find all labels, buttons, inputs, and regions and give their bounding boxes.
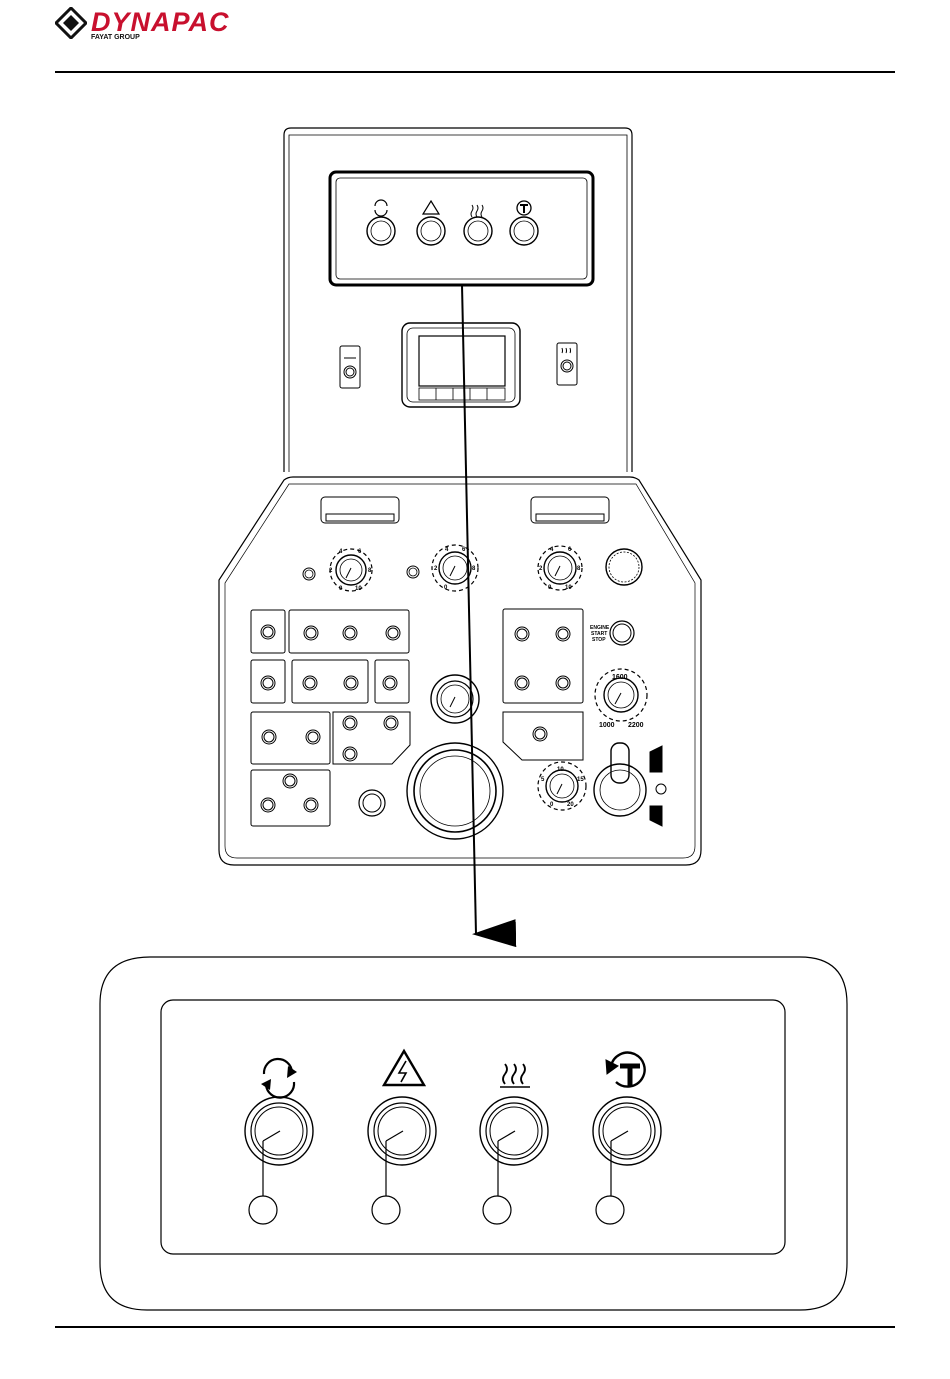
dial-c-tick-1: 4	[550, 547, 554, 553]
dial-b-tick-0: 2	[434, 566, 438, 572]
detail-view	[100, 957, 847, 1310]
lower-console	[219, 477, 701, 865]
small-heat-icon	[471, 205, 483, 217]
dial-d-tick-2: 15	[577, 777, 584, 783]
dial-d-tick-1: 5	[541, 777, 545, 783]
dial-c-tick-2: 6	[568, 547, 572, 553]
display-screen	[402, 323, 520, 407]
heat-waves-icon	[500, 1064, 530, 1087]
dial-b-tick-3: 8	[472, 566, 476, 572]
small-rotation-icon	[375, 200, 387, 216]
engine-label-3: STOP	[592, 637, 606, 643]
dial-a-tick-5: 0	[339, 586, 343, 592]
dial-c-tick-3: 8	[577, 566, 581, 572]
dial-c-tick-4: 10	[565, 585, 572, 591]
left-side-switch	[340, 346, 360, 388]
dial-a	[303, 549, 372, 591]
dial-a-tick-1: 4	[339, 549, 343, 555]
joystick	[594, 743, 666, 826]
indicator-lamp-4	[593, 1097, 661, 1165]
speed-dial-top: 1600	[612, 674, 628, 681]
indicator-lamp-3	[480, 1097, 548, 1165]
dial-b-tick-2: 6	[462, 547, 466, 553]
dial-c	[538, 546, 582, 590]
dial-d-tick-0: 10	[557, 767, 564, 773]
t-rotate-icon	[606, 1053, 645, 1087]
console-labels: ENGINE START STOP 1600 1000 2200 2 4 6 8…	[329, 547, 644, 808]
dial-a-tick-0: 2	[329, 568, 333, 574]
dial-a-tick-2: 6	[358, 549, 362, 555]
center-controls	[407, 675, 503, 839]
right-side-switch	[557, 343, 577, 385]
speed-dial-right: 2200	[628, 722, 644, 729]
switch-cluster-left	[251, 610, 410, 826]
dial-a-tick-4: 10	[355, 586, 362, 592]
speed-dial-left: 1000	[599, 722, 615, 729]
upper-panel	[284, 128, 632, 472]
warning-module-small	[330, 172, 593, 285]
electrical-warning-triangle-icon	[384, 1051, 424, 1085]
indicator-lamp-2	[368, 1097, 436, 1165]
switch-cluster-right	[503, 609, 634, 760]
small-t-icon	[517, 201, 531, 215]
dial-d-tick-4: 20	[567, 802, 574, 808]
rotation-arrows-icon	[261, 1059, 297, 1098]
rotary-knob	[606, 549, 642, 585]
dial-b-tick-1: 4	[445, 547, 449, 553]
dial-c-tick-0: 2	[539, 566, 543, 572]
indicator-lamp-1	[245, 1097, 313, 1165]
small-warning-icon	[423, 201, 439, 214]
dial-d-tick-3: 0	[550, 802, 554, 808]
vent-grilles	[321, 497, 609, 523]
